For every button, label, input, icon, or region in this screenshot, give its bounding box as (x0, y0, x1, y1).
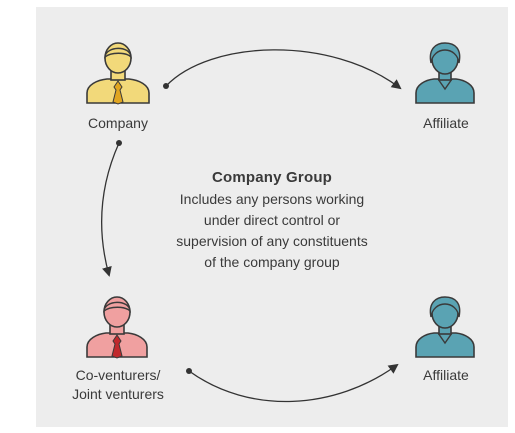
affiliate-top-label: Affiliate (423, 115, 469, 131)
connector-coventurers-to-affiliate (186, 363, 399, 403)
company-group-description: Company Group Includes any persons worki… (150, 168, 394, 273)
company-group-title: Company Group (211, 169, 333, 186)
connector-company-to-affiliate (163, 49, 402, 90)
company-group-line: supervision of any constituents (176, 233, 368, 249)
company-group-line: under direct control or (203, 212, 341, 228)
company-group-line: of the company group (204, 254, 340, 270)
affiliate-top-person-icon (414, 41, 476, 105)
coventurers-label-line2: Joint venturers (72, 386, 164, 402)
company-group-line: Includes any persons working (179, 191, 365, 207)
company-person-icon (85, 41, 151, 105)
affiliate-bottom-person-icon (414, 295, 476, 359)
connector-company-to-coventurers (101, 140, 122, 277)
company-label: Company (88, 115, 148, 131)
company-group-body: Includes any persons working under direc… (150, 189, 394, 273)
affiliate-bottom-label: Affiliate (423, 367, 469, 383)
coventurers-label-line1: Co-venturers/ (75, 367, 161, 383)
coventurers-person-icon (85, 295, 149, 359)
